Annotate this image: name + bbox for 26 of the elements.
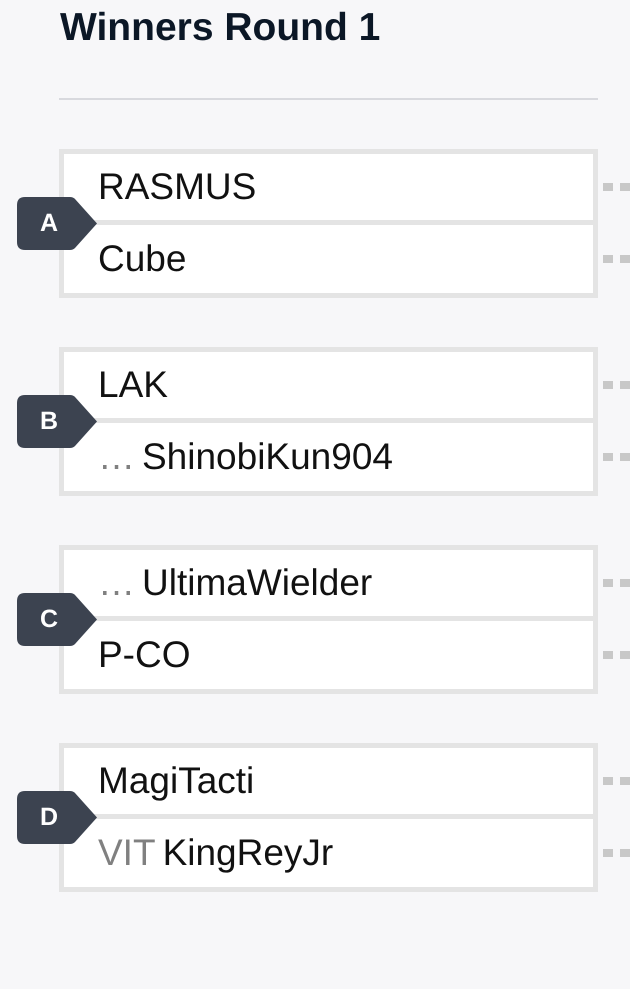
player-name: UltimaWielder <box>142 562 372 604</box>
match-letter: D <box>38 802 60 833</box>
match-badge <box>17 197 97 250</box>
player-row <box>97 225 598 293</box>
player-name: RASMUS <box>98 166 256 208</box>
player-name: KingReyJr <box>162 832 334 874</box>
match-box <box>59 545 598 694</box>
player-name: LAK <box>98 364 168 406</box>
match-letter: A <box>38 208 60 239</box>
team-tag: VIT <box>98 832 156 874</box>
player-name: MagiTacti <box>98 760 254 802</box>
player-name: Cube <box>98 238 186 280</box>
match-box <box>59 149 598 298</box>
match-letter: C <box>38 604 60 635</box>
match-badge <box>17 593 97 646</box>
match-letter: B <box>38 406 60 437</box>
heading: Winners Round 1 <box>60 5 380 51</box>
player-row <box>97 819 598 887</box>
team-tag: … <box>98 562 135 604</box>
player-name: P-CO <box>98 634 190 676</box>
match-box <box>59 743 598 892</box>
match-badge <box>17 395 97 448</box>
match-badge <box>17 791 97 844</box>
team-tag: … <box>98 436 135 478</box>
player-name: ShinobiKun904 <box>142 436 393 478</box>
match-box <box>59 347 598 496</box>
